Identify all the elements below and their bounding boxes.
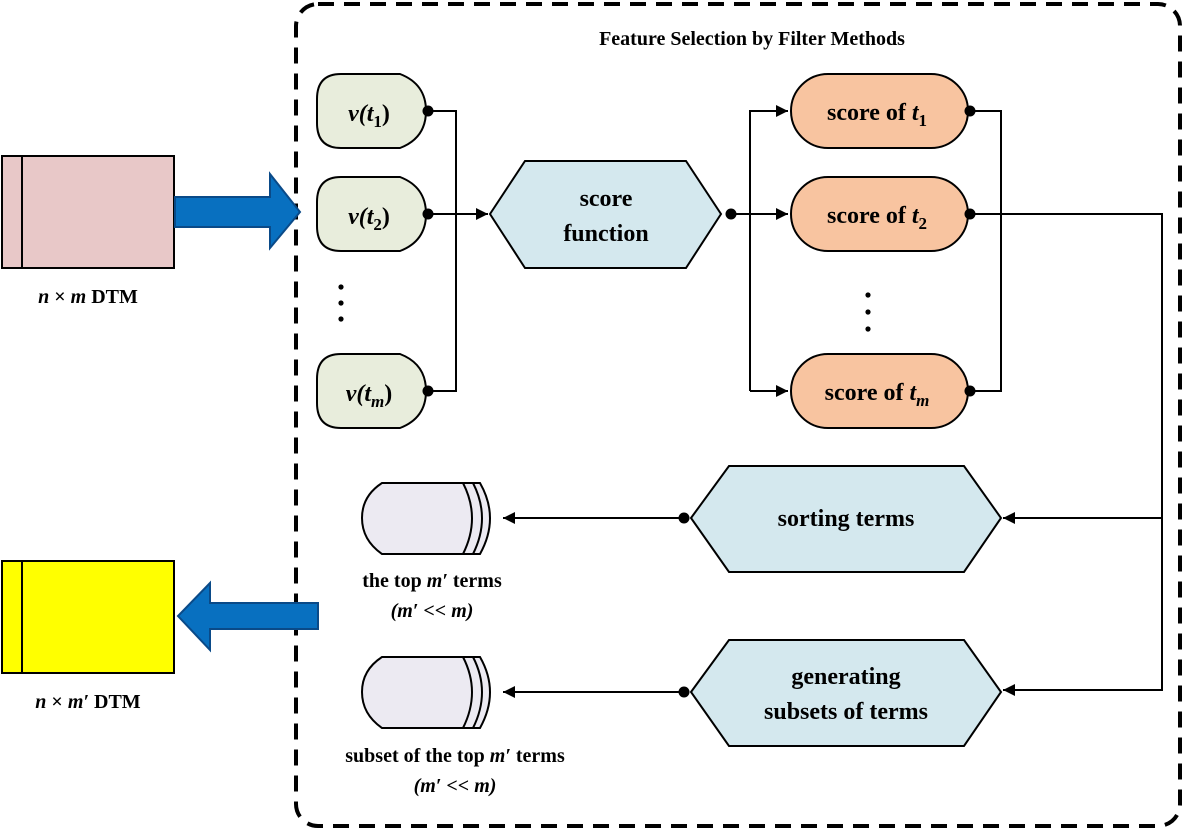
term-vector-1-label: v(t1) [348,101,390,131]
score-ellipsis [865,292,871,332]
output-dtm: n × m′ DTM [1,560,175,713]
score-2: score of t2 [790,176,969,252]
input-dtm-caption: n × m DTM [38,286,138,308]
subset-terms-store-shape [360,656,491,729]
store-connectors [503,512,684,698]
term-vector-m-label: v(tm) [346,381,393,411]
score-m: score of tm [790,353,969,429]
score-connectors [731,105,788,397]
sorting-terms-label: sorting terms [778,506,915,532]
score-output-connectors [970,110,1163,696]
top-terms-caption-line1: the top m′ terms [362,570,502,592]
term-vector-ellipsis [338,284,344,322]
boundary-title: Feature Selection by Filter Methods [599,28,905,50]
top-terms-store-shape [360,482,491,555]
score-1-label: score of t1 [827,100,927,130]
sorting-terms: sorting terms [689,465,1003,573]
vector-connectors [428,110,488,392]
generating-subsets-line2: subsets of terms [764,699,928,725]
score-m-label: score of tm [825,380,930,410]
score-function-line1: score [580,186,633,212]
output-arrow [176,580,319,653]
score-function-line2: function [563,221,648,247]
input-dtm: n × m DTM [1,155,175,308]
vector-connector-dots [422,105,434,397]
subset-terms-caption-line1: subset of the top m′ terms [345,745,565,767]
score-function-shape [488,160,723,269]
top-terms-caption-line2: (m′ << m) [391,600,474,622]
term-vector-m: v(tm) [316,353,428,429]
score-function: score function [488,160,723,269]
term-vector-2-label: v(t2) [348,204,390,234]
subset-terms-caption-line2: (m′ << m) [414,775,497,797]
term-vector-2: v(t2) [316,176,428,252]
top-terms-store: the top m′ terms (m′ << m) [360,482,502,622]
score-1: score of t1 [790,73,969,149]
score-2-label: score of t2 [827,203,927,233]
filter-methods-boundary [294,2,1182,828]
score-output-dots [964,105,976,397]
store-connector-dots [678,512,690,698]
term-vector-m-shape [316,353,428,429]
generating-subsets-line1: generating [791,664,900,690]
input-arrow [174,171,302,251]
term-vector-1: v(t1) [316,73,428,149]
input-dtm-box [1,155,175,269]
output-dtm-box [1,560,175,674]
sorting-terms-shape [689,465,1003,573]
output-dtm-caption: n × m′ DTM [35,691,141,713]
score-function-output-dot [725,208,737,220]
subset-terms-store: subset of the top m′ terms (m′ << m) [345,656,565,797]
generating-subsets: generating subsets of terms [689,639,1003,747]
generating-subsets-shape [689,639,1003,747]
